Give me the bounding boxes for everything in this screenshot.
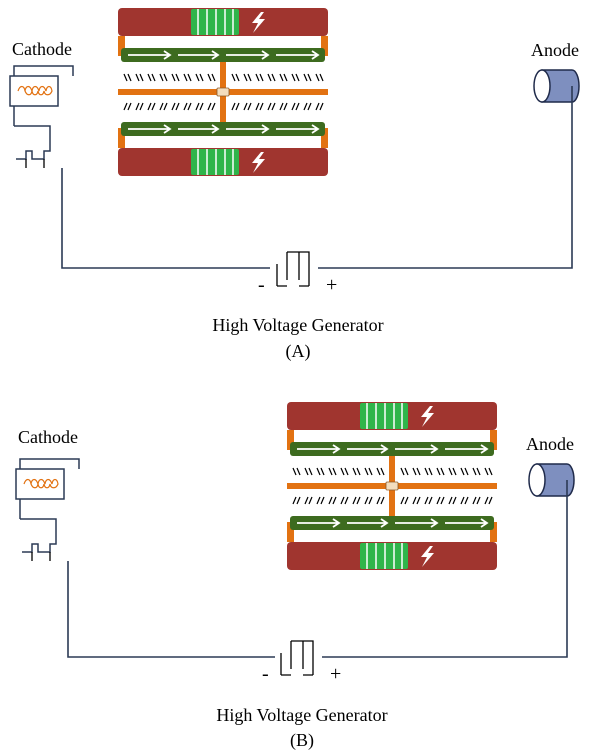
diagram-a-battery-symbol (276, 251, 310, 287)
diagram-b-plus-sign: + (330, 663, 341, 685)
diagram-b-cathode-assembly (15, 458, 80, 562)
diagram-b-wire-right (322, 480, 568, 658)
diagram-b-generator-label: High Voltage Generator (216, 705, 387, 725)
diagram-b-minus-sign: - (262, 663, 269, 685)
diagram-a-minus-sign: - (258, 274, 265, 296)
diagram-a-wire-right (318, 86, 573, 269)
diagram-a-caption: (A) (286, 341, 311, 362)
diagram-a: Cathode Anode - + High Voltage Generator… (9, 7, 580, 362)
diagram-a-wire-left (61, 168, 270, 269)
diagram-a-device (117, 7, 329, 177)
diagram-a-cathode-assembly (9, 65, 74, 169)
diagram-b-cathode-label: Cathode (18, 427, 78, 447)
diagram-a-cathode-label: Cathode (12, 39, 72, 59)
diagram-b-caption: (B) (290, 730, 314, 751)
diagram-b: Cathode Anode - + High Voltage Generator… (15, 401, 575, 751)
diagram-a-generator-label: High Voltage Generator (212, 315, 383, 335)
diagram-b-device (286, 401, 498, 571)
diagram-b-wire-left (67, 561, 275, 658)
diagram-b-anode-label: Anode (526, 434, 574, 454)
diagram-b-battery-symbol (280, 640, 314, 676)
diagram-a-plus-sign: + (326, 274, 337, 296)
diagram-a-anode-label: Anode (531, 40, 579, 60)
